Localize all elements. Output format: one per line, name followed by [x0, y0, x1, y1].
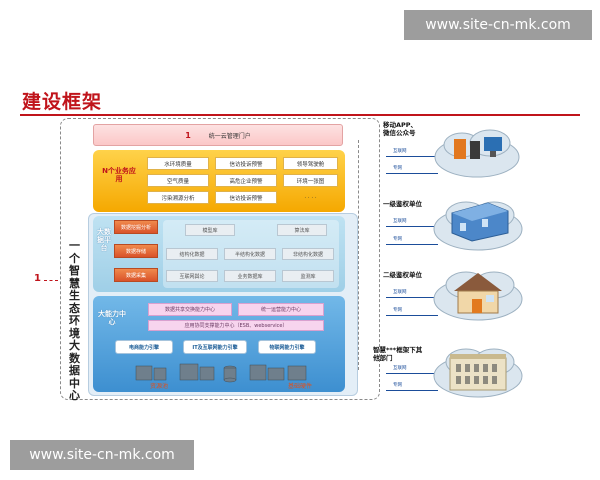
platform-left-cell: 数据存储	[114, 244, 158, 258]
platform-grid-cell: 非结构化数据	[282, 248, 334, 260]
portal-label: 统一云管理门户	[208, 132, 251, 140]
app-cell: 信访投诉预警	[215, 157, 277, 170]
net-label-internet: 互联网	[393, 149, 407, 154]
portal-number: 1	[185, 130, 191, 140]
app-cell: 信访投诉预警	[215, 191, 277, 204]
platform-left-cell: 数据挖掘分析	[114, 220, 158, 234]
net-arrow	[386, 315, 438, 316]
platform-label: 大数据平台	[97, 228, 111, 252]
engine-box: 电商能力引擎	[115, 340, 173, 354]
platform-grid-cell: 结构化数据	[166, 248, 218, 260]
net-arrow	[386, 390, 438, 391]
net-arrow	[386, 373, 438, 374]
platform-grid-cell: 算法库	[277, 224, 327, 236]
left-marker-line	[44, 280, 58, 281]
net-arrow	[386, 226, 438, 227]
net-arrow	[386, 156, 438, 157]
app-cell: 空气质量	[147, 174, 209, 187]
mobile-devices-cloud-icon	[434, 129, 520, 178]
office-building-cloud-icon	[433, 201, 523, 251]
net-label-private: 专网	[393, 308, 402, 313]
government-building-cloud-icon	[433, 348, 523, 398]
net-label-private: 专网	[393, 237, 402, 242]
capability-cell: 数据共享交换能力中心	[148, 303, 232, 316]
app-cell-more: · · · ·	[304, 194, 317, 201]
capability-bus: 应用协同支撑能力中心（ESB、webservice）	[148, 320, 324, 331]
slide-title: 建设框架	[22, 91, 103, 113]
net-label-private: 专网	[393, 383, 402, 388]
capability-label: 大能力中心	[98, 310, 126, 326]
app-cell: 高危企业预警	[215, 174, 277, 187]
left-marker: 1	[34, 273, 41, 284]
framework-frame	[60, 118, 380, 400]
right-label-level1: 一级鉴权单位	[383, 200, 422, 208]
platform-grid-cell: 互联网舆论	[166, 270, 218, 282]
watermark-top: www.site-cn-mk.com	[404, 10, 592, 40]
app-cell: 领导驾驶舱	[283, 157, 338, 170]
right-label-mobile: 移动APP、 微信公众号	[383, 121, 418, 137]
engine-box: IT及互联网能力引擎	[183, 340, 247, 354]
net-arrow	[386, 297, 438, 298]
platform-grid-cell: 业务数据库	[224, 270, 276, 282]
right-label-level2: 二级鉴权单位	[383, 271, 422, 279]
right-label-other-departments: 智慧***框架下其 他部门	[373, 346, 423, 362]
capability-cell: 统一运营能力中心	[238, 303, 324, 316]
net-label-private: 专网	[393, 166, 402, 171]
app-layer-label: N个业务应用	[102, 167, 136, 183]
app-cell: 污染溯源分析	[147, 191, 209, 204]
net-label-internet: 互联网	[393, 366, 407, 371]
watermark-bottom: www.site-cn-mk.com	[10, 440, 194, 470]
net-arrow	[386, 173, 438, 174]
net-label-internet: 互联网	[393, 219, 407, 224]
hardware-label: 基础硬件	[288, 383, 313, 390]
title-underline	[20, 114, 580, 116]
center-vertical-label: 一个智慧生态环境大数据中心	[69, 239, 80, 402]
engine-box: 物联网能力引擎	[258, 340, 316, 354]
resource-pool-label: 资源池	[150, 383, 169, 390]
net-label-internet: 互联网	[393, 290, 407, 295]
platform-grid-cell: 半结构化数据	[224, 248, 276, 260]
app-cell: 环境一张图	[283, 174, 338, 187]
net-arrow	[386, 244, 438, 245]
connector-vertical	[358, 140, 359, 370]
app-cell: 水环境质量	[147, 157, 209, 170]
platform-grid-cell: 监测库	[282, 270, 334, 282]
server-storage-icon	[135, 363, 307, 383]
house-cloud-icon	[433, 271, 523, 321]
platform-grid-cell: 模型库	[185, 224, 235, 236]
unified-portal-bar: 1 统一云管理门户	[93, 124, 343, 146]
platform-left-cell: 数据采集	[114, 268, 158, 282]
